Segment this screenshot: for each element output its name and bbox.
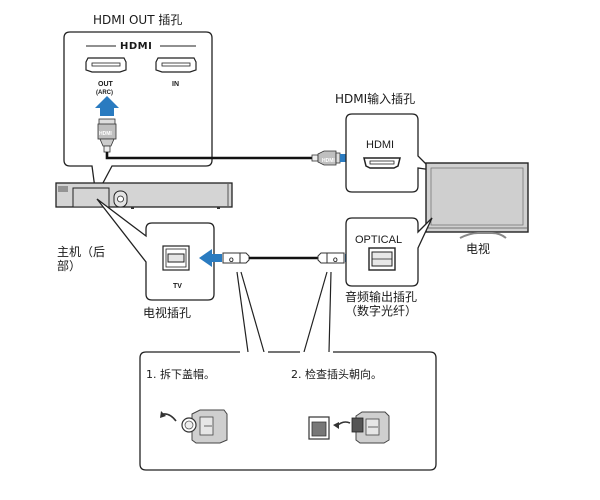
hdmi-in-port-icon (155, 57, 197, 73)
main-unit-icon (55, 182, 233, 209)
main-unit-label-line2: 部） (57, 259, 82, 273)
hdmi-plug-tv-icon (311, 150, 341, 166)
tv-jack-caption: 电视插孔 (143, 306, 192, 320)
hdmi-logo: HDMI (120, 41, 153, 52)
hdmi-out-panel (63, 31, 213, 199)
hdmi-out-title: HDMI OUT 插孔 (93, 13, 183, 27)
hdmi-cable (105, 152, 312, 160)
port-out-label: OUT (98, 81, 113, 88)
check-orientation-illustration (308, 411, 390, 444)
main-unit-label-line1: 主机（后 (57, 245, 106, 259)
optical-plug-right-label: O (333, 258, 338, 264)
hdmi-plug-icon (97, 118, 117, 153)
optical-plug-right-icon (317, 252, 345, 264)
hdmi-input-panel (345, 113, 434, 193)
tv-icon (425, 162, 529, 239)
tv-label: 电视 (466, 242, 491, 256)
hdmi-plug-label: HDMI (99, 131, 112, 137)
tv-hdmi-label: HDMI (366, 139, 395, 151)
port-arc-label: (ARC) (96, 90, 113, 96)
tv-port-label: TV (173, 283, 182, 290)
hdmi-out-port-icon (85, 57, 127, 73)
optical-plug-left-icon (222, 252, 250, 264)
tv-hdmi-port-icon (363, 157, 401, 169)
optical-plug-left-label: O (229, 258, 234, 264)
step-1-text: 1. 拆下盖帽。 (146, 368, 215, 381)
hdmi-input-title: HDMI输入插孔 (335, 92, 416, 106)
arrow-left-optical-icon (199, 249, 222, 267)
optical-label: OPTICAL (355, 234, 403, 246)
optical-port-tv-icon (162, 245, 190, 271)
hdmi-plug-tv-label: HDMI (322, 158, 335, 164)
step-callout-lines (236, 271, 332, 353)
port-in-label: IN (172, 81, 179, 88)
remove-cap-illustration (160, 409, 228, 444)
audio-output-label-line2: （数字光纤） (345, 304, 418, 318)
audio-output-label-line1: 音频输出插孔 (345, 290, 418, 304)
optical-port-icon (368, 247, 396, 271)
arrow-up-icon (95, 96, 119, 116)
step-2-text: 2. 检查插头朝向。 (291, 368, 382, 381)
tv-jack-panel (96, 198, 215, 301)
